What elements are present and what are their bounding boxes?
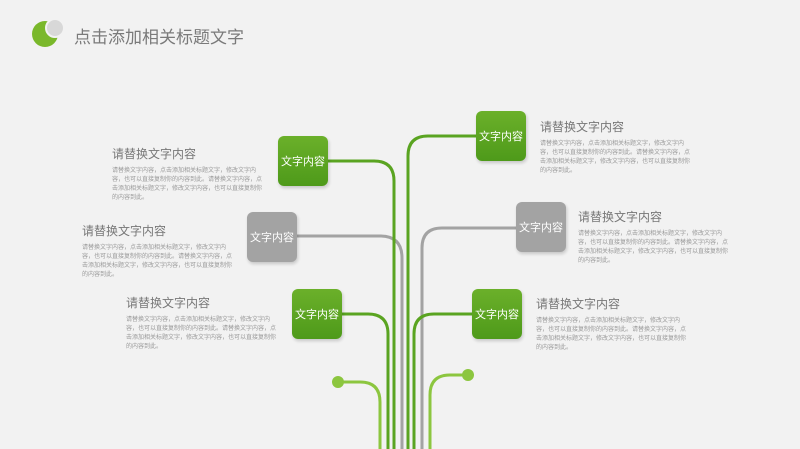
logo-small-circle-icon (45, 18, 65, 38)
desc-body: 请替换文字内容，点击添加相关标题文字，修改文字内容，也可以直接复制你的内容到此。… (126, 317, 277, 350)
stem-light-left (336, 380, 382, 449)
branch-right-middle (420, 226, 518, 449)
stem-end-dot-left (332, 376, 344, 388)
desc-right-bottom: 请替换文字内容 请替换文字内容，点击添加相关标题文字，修改文字内容，也可以直接复… (536, 295, 686, 353)
stem-light-right (428, 373, 470, 449)
desc-title: 请替换文字内容 (540, 120, 625, 134)
desc-title: 请替换文字内容 (82, 224, 167, 238)
desc-body: 请替换文字内容，点击添加相关标题文字，修改文字内容，也可以直接复制你的内容到此。… (82, 245, 233, 278)
header: 点击添加相关标题文字 (32, 18, 432, 48)
branch-right-bottom (412, 312, 474, 449)
desc-left-top: 请替换文字内容 请替换文字内容，点击添加相关标题文字，修改文字内容，也可以直接复… (112, 145, 262, 203)
branch-left-middle (294, 234, 404, 449)
stem-end-dot-right (462, 369, 474, 381)
branch-left-bottom (340, 312, 390, 449)
page-title: 点击添加相关标题文字 (74, 28, 244, 47)
node-box-right-middle[interactable]: 文字内容 (516, 202, 566, 252)
desc-title: 请替换文字内容 (536, 297, 621, 311)
desc-left-bottom: 请替换文字内容 请替换文字内容，点击添加相关标题文字，修改文字内容，也可以直接复… (126, 294, 276, 352)
node-box-left-bottom[interactable]: 文字内容 (292, 289, 342, 339)
desc-right-middle: 请替换文字内容 请替换文字内容，点击添加相关标题文字，修改文字内容，也可以直接复… (578, 208, 728, 266)
branch-right-top (406, 134, 478, 449)
desc-title: 请替换文字内容 (126, 296, 211, 310)
desc-title: 请替换文字内容 (112, 147, 197, 161)
desc-left-middle: 请替换文字内容 请替换文字内容，点击添加相关标题文字，修改文字内容，也可以直接复… (82, 222, 232, 280)
node-box-left-middle[interactable]: 文字内容 (247, 212, 297, 262)
branch-left-top (326, 159, 396, 449)
desc-body: 请替换文字内容，点击添加相关标题文字，修改文字内容，也可以直接复制你的内容到此。… (112, 168, 263, 201)
node-box-right-bottom[interactable]: 文字内容 (472, 289, 522, 339)
desc-title: 请替换文字内容 (578, 210, 663, 224)
desc-body: 请替换文字内容，点击添加相关标题文字，修改文字内容，也可以直接复制你的内容到此。… (540, 141, 691, 174)
desc-body: 请替换文字内容，点击添加相关标题文字，修改文字内容，也可以直接复制你的内容到此。… (536, 318, 687, 351)
desc-body: 请替换文字内容，点击添加相关标题文字，修改文字内容，也可以直接复制你的内容到此。… (578, 231, 729, 264)
desc-right-top: 请替换文字内容 请替换文字内容，点击添加相关标题文字，修改文字内容，也可以直接复… (540, 118, 690, 176)
node-box-right-top[interactable]: 文字内容 (476, 111, 526, 161)
node-box-left-top[interactable]: 文字内容 (278, 136, 328, 186)
